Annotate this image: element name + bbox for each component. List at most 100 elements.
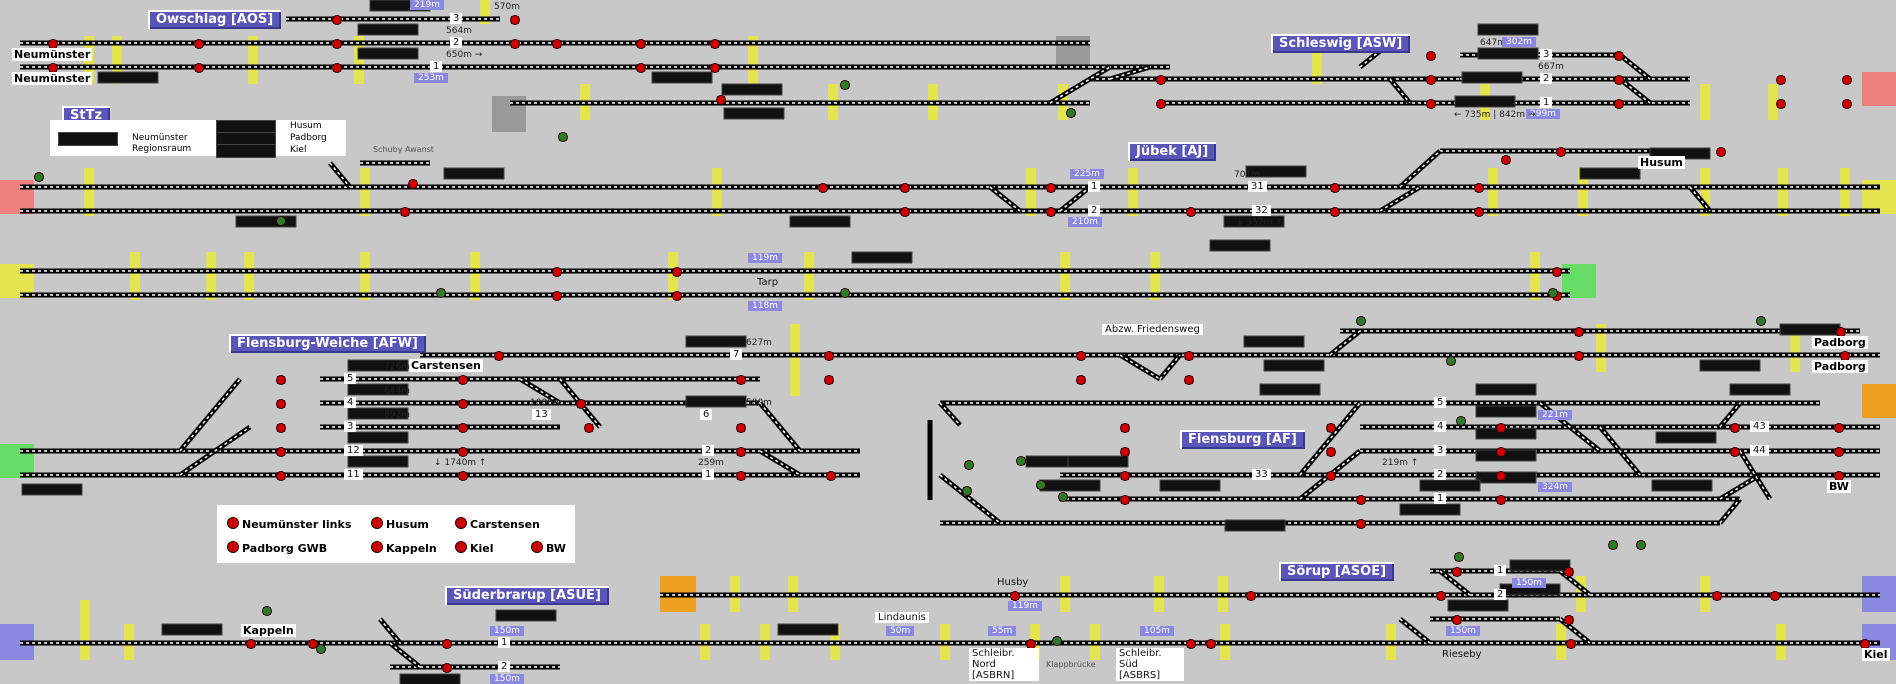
track-end-padborg-2[interactable]: Padborg — [1812, 360, 1868, 373]
length-219: 219m — [410, 0, 444, 10]
highlight-zone — [354, 36, 364, 84]
station-asue[interactable]: Süderbrarup [ASUE] — [445, 586, 609, 605]
train-number-field — [1475, 427, 1537, 440]
track-end-neumuenster-2[interactable]: Neumünster — [12, 72, 93, 85]
signal-red — [1834, 447, 1844, 457]
station-schleswig[interactable]: Schleswig [ASW] — [1271, 34, 1411, 53]
track-segment — [1737, 449, 1773, 501]
track-end-padborg-1[interactable]: Padborg — [1812, 336, 1868, 349]
signal-icon — [371, 517, 383, 529]
legend-item[interactable]: Kiel — [455, 541, 494, 555]
signal-red — [1574, 327, 1584, 337]
signal-green — [1036, 480, 1046, 490]
label-lindaunis: Lindaunis — [875, 612, 929, 623]
signal-red — [1184, 351, 1194, 361]
station-afw[interactable]: Flensburg-Weiche [AFW] — [229, 334, 426, 353]
signal-green — [840, 288, 850, 298]
track-sleepers — [1619, 54, 1651, 80]
track-number: 13 — [532, 409, 551, 420]
train-number-field — [1245, 165, 1307, 178]
length-225: 225m — [1070, 169, 1104, 179]
signal-red — [824, 375, 834, 385]
track-end-kappeln[interactable]: Kappeln — [241, 624, 296, 637]
station-jubek[interactable]: Jübek [AJ] — [1128, 142, 1217, 161]
highlight-zone — [1150, 252, 1160, 300]
train-number-field — [97, 71, 159, 84]
train-number-field — [347, 431, 409, 444]
signal-green — [276, 216, 286, 226]
track-number: 2 — [1088, 205, 1101, 216]
signal-red — [1556, 147, 1566, 157]
highlight-zone — [80, 600, 90, 660]
train-number-field — [1729, 383, 1791, 396]
legend-item[interactable]: Neumünster links — [227, 517, 351, 531]
length-726: 726m — [384, 362, 410, 372]
track-sleepers — [1719, 498, 1741, 524]
signal-red — [552, 39, 562, 49]
signal-red — [584, 423, 594, 433]
length-1000: 1000m → — [530, 398, 573, 408]
legend-item[interactable]: Padborg GWB — [227, 541, 327, 555]
train-number-field — [1475, 471, 1537, 484]
track-sleepers — [1689, 186, 1711, 212]
track-sleepers — [1329, 330, 1361, 356]
signal-red — [308, 639, 318, 649]
legend-item[interactable]: BW — [531, 541, 566, 555]
signal-red — [672, 267, 682, 277]
signal-icon — [227, 541, 239, 553]
stw-legend-right-3: Kiel — [290, 145, 307, 155]
station-asoe[interactable]: Sörup [ASOE] — [1279, 562, 1395, 581]
highlight-zone — [244, 252, 254, 300]
highlight-zone — [360, 168, 370, 216]
highlight-zone — [1026, 168, 1036, 216]
signal-red — [1496, 447, 1506, 457]
length-105: 105m — [1140, 626, 1174, 636]
signal-red — [458, 471, 468, 481]
signal-red — [276, 447, 286, 457]
legend-item[interactable]: Carstensen — [455, 517, 540, 531]
track-sleepers — [759, 402, 801, 452]
label-husby: Husby — [997, 577, 1029, 588]
track-end-bw[interactable]: BW — [1827, 480, 1851, 493]
track-end-kiel[interactable]: Kiel — [1862, 648, 1890, 661]
station-af[interactable]: Flensburg [AF] — [1180, 430, 1305, 449]
signal-red — [636, 63, 646, 73]
signal-red — [1356, 495, 1366, 505]
track-number: 2 — [1540, 73, 1553, 84]
track-end-carstensen[interactable]: Carstensen — [409, 359, 483, 372]
track-sleepers — [1119, 354, 1161, 380]
highlight-zone — [1700, 168, 1710, 216]
track-end-neumuenster-1[interactable]: Neumünster — [12, 48, 93, 61]
track-number: 6 — [700, 409, 713, 420]
train-number-field — [1454, 95, 1516, 108]
train-number-field — [357, 47, 419, 60]
signal-red — [1046, 183, 1056, 193]
length-324: 324m — [1538, 482, 1572, 492]
legend-label: Neumünster links — [242, 518, 352, 531]
length-259: 259m — [698, 458, 724, 468]
label-klappbruecke: Klappbrücke — [1046, 660, 1096, 669]
train-number-field — [685, 335, 747, 348]
signal-red — [458, 375, 468, 385]
signal-red — [1496, 471, 1506, 481]
signal-red — [510, 39, 520, 49]
track-sleepers — [1109, 66, 1151, 80]
train-number-field — [1779, 323, 1841, 336]
track-segment — [1048, 64, 1112, 106]
track-number: 1 — [702, 469, 715, 480]
train-number-field — [1477, 47, 1539, 60]
legend-item[interactable]: Husum — [371, 517, 429, 531]
signal-green — [1058, 492, 1068, 502]
track-end-husum[interactable]: Husum — [1638, 156, 1685, 169]
signal-red — [1246, 591, 1256, 601]
legend-item[interactable]: Kappeln — [371, 541, 437, 555]
highlight-zone — [470, 252, 480, 300]
train-number-field — [1475, 405, 1537, 418]
station-owschlag[interactable]: Owschlag [AOS] — [148, 10, 282, 29]
signal-red — [736, 447, 746, 457]
track-number: 1 — [498, 637, 511, 648]
train-number-field — [685, 395, 747, 408]
signal-green — [1456, 416, 1466, 426]
train-number-field — [1224, 519, 1286, 532]
signal-red — [510, 15, 520, 25]
